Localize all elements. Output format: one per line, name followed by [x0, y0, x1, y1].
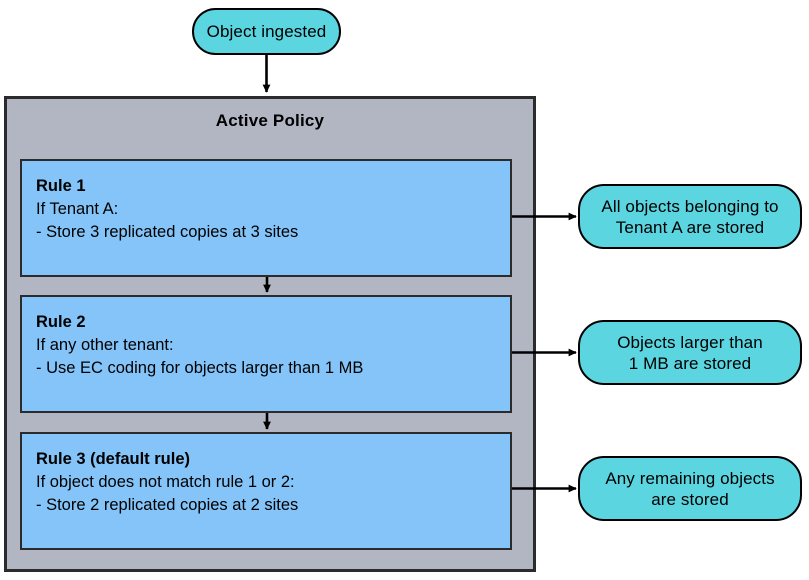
- rule-3-action: - Store 2 replicated copies at 2 sites: [36, 496, 299, 514]
- rule-box-3[interactable]: Rule 3 (default rule) If object does not…: [20, 432, 512, 550]
- rule-1-title: Rule 1: [36, 177, 86, 195]
- node-object-ingested-label: Object ingested: [206, 22, 327, 41]
- node-result-remaining-label: Any remaining objects are stored: [605, 468, 775, 509]
- rule-3-title: Rule 3 (default rule): [36, 450, 191, 468]
- rule-box-1[interactable]: Rule 1 If Tenant A: - Store 3 replicated…: [20, 159, 512, 277]
- rule-2-title: Rule 2: [36, 313, 86, 331]
- rule-3-condition: If object does not match rule 1 or 2:: [36, 473, 295, 491]
- rule-2-action: - Use EC coding for objects larger than …: [36, 359, 364, 377]
- rule-box-2[interactable]: Rule 2 If any other tenant: - Use EC cod…: [20, 295, 512, 413]
- active-policy-title: Active Policy: [215, 111, 325, 130]
- rule-1-condition: If Tenant A:: [36, 200, 119, 218]
- node-result-larger-1mb-label: Objects larger than 1 MB are stored: [617, 332, 763, 373]
- node-result-tenant-a[interactable]: All objects belonging to Tenant A are st…: [578, 184, 802, 249]
- rule-2-condition: If any other tenant:: [36, 336, 174, 354]
- node-result-tenant-a-label: All objects belonging to Tenant A are st…: [601, 196, 779, 237]
- node-object-ingested[interactable]: Object ingested: [192, 8, 341, 55]
- rule-1-action: - Store 3 replicated copies at 3 sites: [36, 223, 299, 241]
- node-result-larger-1mb[interactable]: Objects larger than 1 MB are stored: [578, 320, 802, 385]
- node-result-remaining[interactable]: Any remaining objects are stored: [578, 456, 802, 521]
